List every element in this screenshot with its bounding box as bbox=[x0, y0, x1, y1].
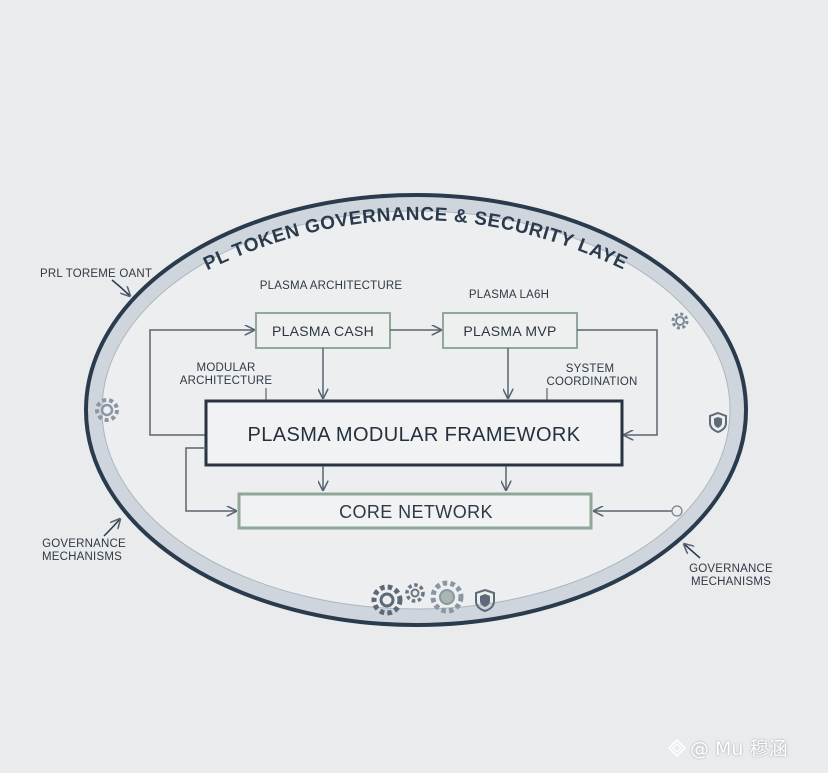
connector-node bbox=[671, 505, 683, 517]
arrow-right-loop bbox=[577, 329, 658, 435]
outer-left-label: PRL TOREME OANT bbox=[40, 268, 152, 280]
gear-icon bbox=[371, 584, 403, 616]
governance-left-label-1: GOVERNANCE bbox=[42, 538, 126, 550]
system-coordination-label-1: SYSTEM bbox=[566, 363, 615, 375]
watermark-text: @ Mu 穆涵 bbox=[690, 738, 788, 760]
plasma-architecture-label: PLASMA ARCHITECTURE bbox=[260, 280, 403, 292]
governance-right-label-2: MECHANISMS bbox=[691, 576, 771, 588]
gear-icon bbox=[671, 312, 689, 330]
arrow-left-loop bbox=[149, 330, 254, 436]
framework-label: PLASMA MODULAR FRAMEWORK bbox=[248, 424, 581, 446]
arrow-left-to-core bbox=[185, 447, 236, 511]
core-network-label: CORE NETWORK bbox=[339, 502, 493, 522]
watermark: @ Mu 穆涵 bbox=[668, 734, 788, 761]
governance-left-label-2: MECHANISMS bbox=[42, 551, 122, 563]
gear-icon bbox=[95, 398, 119, 422]
governance-right-label-1: GOVERNANCE bbox=[689, 563, 773, 575]
gear-icon bbox=[430, 580, 464, 614]
shield-icon bbox=[475, 588, 495, 613]
diamond-logo-icon bbox=[668, 738, 686, 757]
core-network-box bbox=[237, 492, 593, 530]
modular-architecture-label-2: ARCHITECTURE bbox=[180, 375, 273, 387]
system-coordination-label-2: COORDINATION bbox=[547, 376, 638, 388]
shield-icon bbox=[709, 411, 727, 434]
plasma-cash-label: PLASMA CASH bbox=[272, 323, 374, 339]
governance-left-arrow bbox=[103, 519, 120, 537]
outer-left-arrow bbox=[111, 279, 130, 296]
governance-right-arrow bbox=[684, 544, 701, 559]
modular-architecture-label-1: MODULAR bbox=[197, 362, 256, 374]
plasma-mvp-label: PLASMA MVP bbox=[463, 323, 556, 339]
plasma-la6h-label: PLASMA LA6H bbox=[469, 289, 549, 301]
outer-title: XPL TOKEN GOVERNANCE & SECURITY LAYER bbox=[0, 0, 631, 275]
framework-box bbox=[204, 399, 624, 467]
gear-icon bbox=[405, 583, 425, 603]
